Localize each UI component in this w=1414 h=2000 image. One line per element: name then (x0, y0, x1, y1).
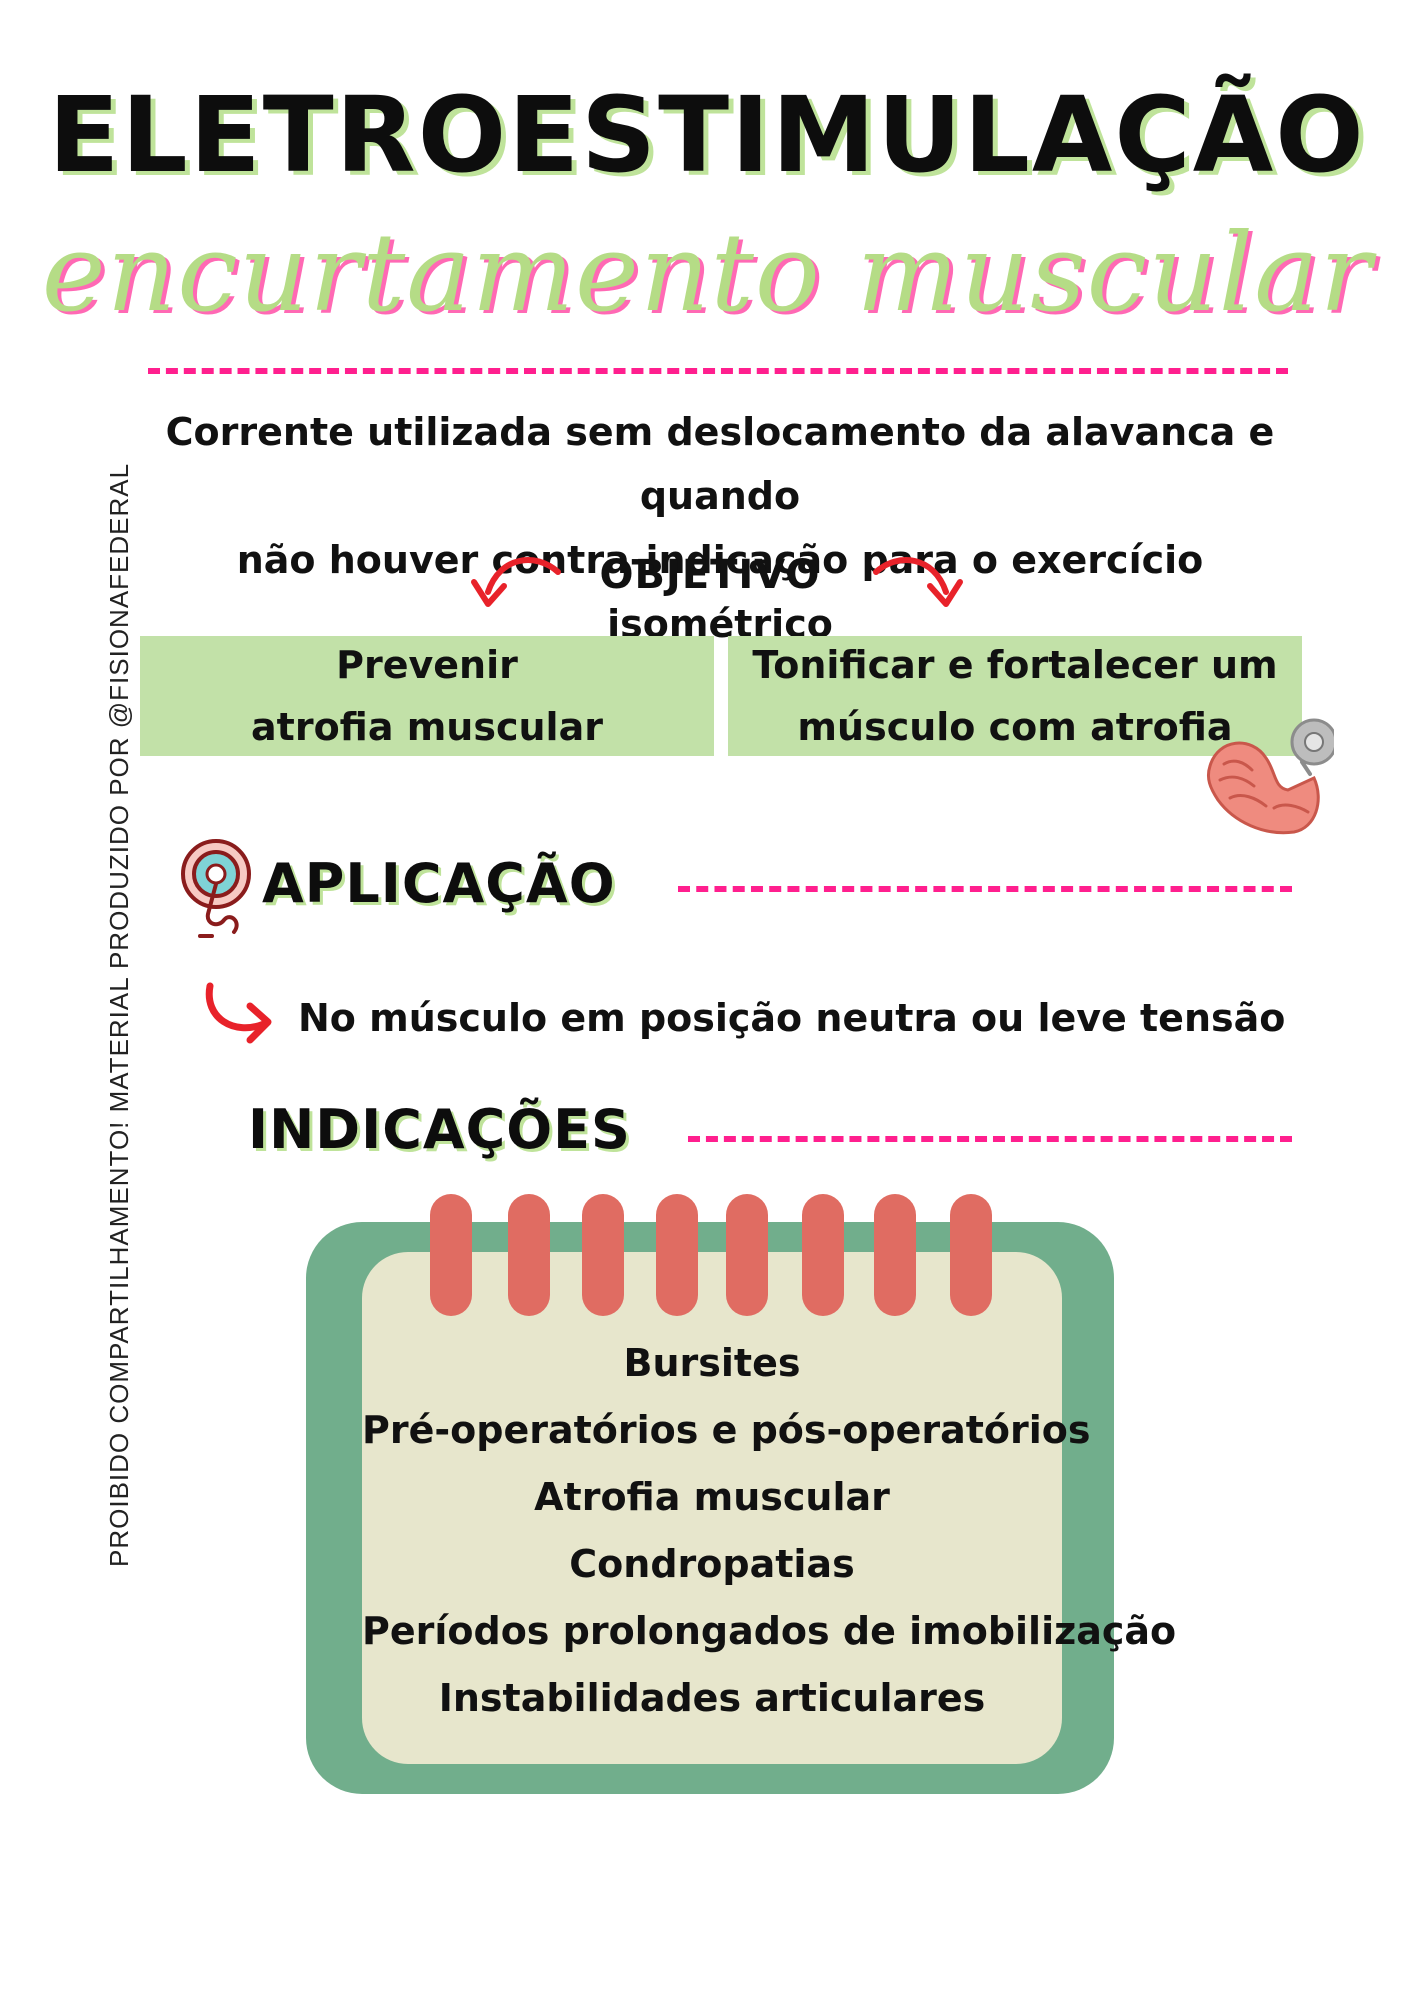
flexed-arm-icon (1206, 718, 1334, 835)
page-subtitle: encurtamento muscular (41, 211, 1373, 336)
notebook-ring (950, 1194, 992, 1316)
list-item: Instabilidades articulares (438, 1676, 986, 1720)
objective-right-line-1: Tonificar e fortalecer um (752, 643, 1278, 687)
intro-line-2: não houver contra-indicação para o exerc… (236, 538, 1204, 646)
list-item: Períodos prolongados de imobilização (362, 1609, 1177, 1653)
list-item: Pré-operatórios e pós-operatórios (362, 1408, 1091, 1452)
section-heading-indications: INDICAÇÕES (248, 1098, 631, 1161)
notebook-ring (726, 1194, 768, 1316)
notebook-ring (508, 1194, 550, 1316)
objective-left-line-1: Prevenir (336, 643, 518, 687)
curved-arrow-icon (471, 557, 561, 607)
objective-box-tonify: Tonificar e fortalecer um músculo com at… (728, 636, 1302, 756)
notebook-ring (874, 1194, 916, 1316)
electrode-icon (181, 839, 251, 938)
divider-top (148, 368, 1288, 374)
objective-box-prevent: Prevenir atrofia muscular (140, 636, 714, 756)
divider-application (678, 886, 1292, 892)
section-heading-application: APLICAÇÃO (262, 852, 616, 915)
indications-list: Bursites Pré-operatórios e pós-operatóri… (362, 1330, 1177, 1732)
list-item: Atrofia muscular (534, 1475, 890, 1519)
objective-left-line-2: atrofia muscular (251, 705, 603, 749)
curved-arrow-icon (873, 557, 963, 607)
notebook-ring (430, 1194, 472, 1316)
watermark-text: PROIBIDO COMPARTILHAMENTO! MATERIAL PROD… (104, 462, 134, 1567)
curved-arrow-icon (205, 982, 272, 1044)
list-item: Bursites (623, 1341, 801, 1385)
intro-line-1: Corrente utilizada sem deslocamento da a… (165, 410, 1275, 518)
notebook-page (362, 1252, 1062, 1764)
notebook-ring (802, 1194, 844, 1316)
page-title: ELETROESTIMULAÇÃO (48, 74, 1366, 196)
list-item: Condropatias (569, 1542, 855, 1586)
divider-indications (688, 1136, 1292, 1142)
notebook-ring (582, 1194, 624, 1316)
notebook-ring (656, 1194, 698, 1316)
application-text: No músculo em posição neutra ou leve ten… (298, 996, 1286, 1040)
objective-label: OBJETIVO (599, 552, 821, 598)
objective-right-line-2: músculo com atrofia (797, 705, 1233, 749)
intro-text: Corrente utilizada sem deslocamento da a… (130, 400, 1310, 656)
